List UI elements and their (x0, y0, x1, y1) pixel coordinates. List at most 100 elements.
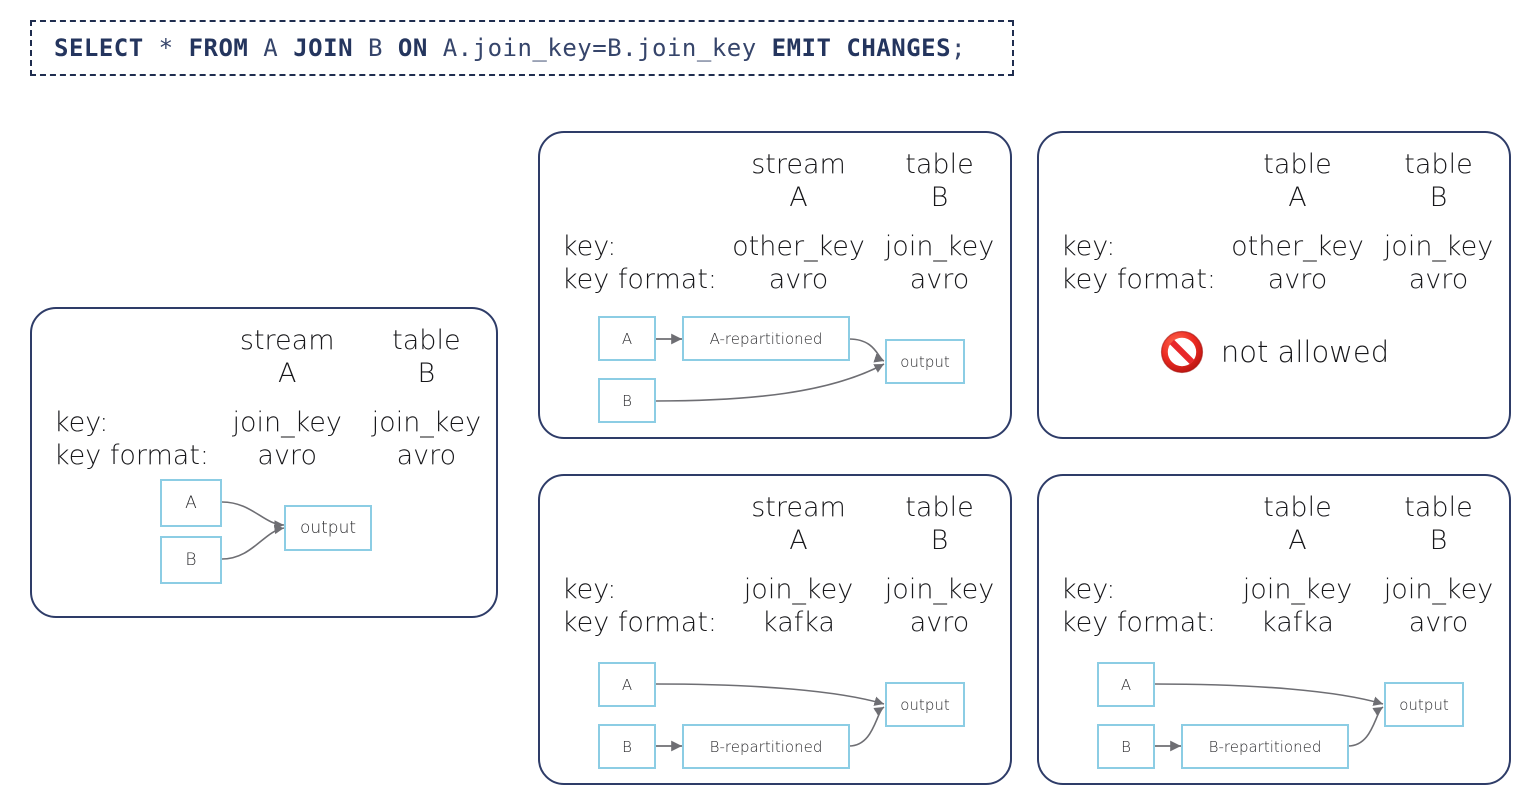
panel-5-name-row: A B (1039, 525, 1509, 558)
panel-5-col-b-keyformat: avro (1408, 606, 1469, 638)
panel-5-key-row: key: join_key join_key (1039, 574, 1509, 607)
panel-1-keyformat-row: key format: avro avro (32, 440, 496, 473)
panel-5-col-b-type: table (1404, 492, 1473, 523)
panel-4-col-a-key: join_key (743, 573, 854, 605)
panel-3-keyformat-label: key format: (1061, 263, 1217, 295)
panel-2-node-a: A (598, 316, 656, 361)
panel-3-name-row: A B (1039, 182, 1509, 215)
panel-3-col-b-keyformat: avro (1408, 263, 1469, 295)
panel-5-node-a: A (1097, 662, 1155, 707)
join-case-panel-1: stream table A B key: join_key join_key … (30, 307, 498, 618)
panel-2-col-a-key: other_key (732, 230, 865, 262)
panel-3-col-a-keyformat: avro (1267, 263, 1328, 295)
panel-2-node-b: B (598, 378, 656, 423)
panel-3-type-row: table table (1039, 149, 1509, 182)
sql-keyword: ON (397, 34, 428, 62)
panel-2-col-a-type: stream (751, 149, 846, 180)
join-case-panel-4: stream table A B key: join_key join_key … (538, 474, 1012, 785)
connector-a-to-output (1153, 683, 1384, 706)
connector-b-to-output (221, 524, 285, 560)
panel-2-col-a-name: A (789, 181, 808, 213)
sql-query-box: SELECT * FROM A JOIN B ON A.join_key=B.j… (30, 20, 1014, 76)
panel-3-col-a-key: other_key (1231, 230, 1364, 262)
panel-1-col-a-type: stream (239, 325, 335, 356)
panel-3-info-table: table table A B key: other_key join_key … (1039, 133, 1509, 297)
panel-2-col-b-type: table (905, 149, 974, 180)
panel-5-keyformat-label: key format: (1061, 606, 1217, 638)
panel-4-keyformat-row: key format: kafka avro (540, 607, 1010, 640)
panel-4-col-a-type: stream (751, 492, 846, 523)
panel-4-keyformat-label: key format: (562, 606, 718, 638)
panel-1-col-b-key: join_key (371, 406, 482, 438)
sql-literal: A (248, 34, 294, 62)
not-allowed-label: not allowed (1220, 335, 1390, 369)
panel-4-col-b-keyformat: avro (909, 606, 970, 638)
connector-a-to-output (654, 683, 885, 706)
panel-1-col-a-key: join_key (232, 406, 342, 438)
panel-5-node-b: B (1097, 724, 1155, 769)
panel-3-col-a-name: A (1288, 181, 1307, 213)
panel-2-node-a-repartitioned: A-repartitioned (682, 316, 850, 361)
panel-5-node-b-repartitioned: B-repartitioned (1181, 724, 1349, 769)
panel-3-col-a-type: table (1263, 149, 1332, 180)
join-case-panel-2: stream table A B key: other_key join_key… (538, 131, 1012, 439)
panel-5-col-a-type: table (1263, 492, 1332, 523)
panel-5-spacer (1039, 558, 1509, 574)
panel-5-col-a-name: A (1288, 524, 1307, 556)
panel-1-name-row: A B (32, 358, 496, 391)
sql-query-text: SELECT * FROM A JOIN B ON A.join_key=B.j… (32, 34, 966, 62)
sql-literal: B (353, 34, 398, 62)
panel-1-node-a: A (160, 479, 222, 527)
panel-5-key-label: key: (1061, 573, 1116, 605)
panel-4-spacer (540, 558, 1010, 574)
panel-4-key-label: key: (562, 573, 617, 605)
connector-brepartitioned-to-output (1347, 706, 1384, 747)
panel-4-type-row: stream table (540, 492, 1010, 525)
panel-3-keyformat-row: key format: avro avro (1039, 264, 1509, 297)
panel-5-info-table: table table A B key: join_key join_key k… (1039, 476, 1509, 640)
panel-1-col-b-type: table (392, 325, 461, 356)
panel-4-col-a-name: A (789, 524, 808, 556)
panel-1-key-label: key: (54, 406, 109, 438)
panel-4-node-b-repartitioned: B-repartitioned (682, 724, 850, 769)
panel-2-key-label: key: (562, 230, 617, 262)
panel-4-col-b-name: B (930, 524, 949, 556)
panel-3-key-label: key: (1061, 230, 1116, 262)
panel-2-keyformat-label: key format: (562, 263, 718, 295)
panel-1-node-b: B (160, 536, 222, 584)
panel-4-node-b: B (598, 724, 656, 769)
connector-arepartitioned-to-output (848, 338, 885, 363)
panel-1-keyformat-label: key format: (54, 439, 210, 471)
panel-1-type-row: stream table (32, 325, 496, 358)
panel-1-node-output: output (284, 505, 372, 551)
sql-keyword: SELECT (54, 34, 144, 62)
sql-keyword: EMIT CHANGES (771, 34, 952, 62)
panel-2-node-output: output (885, 339, 965, 384)
panel-3-col-b-name: B (1429, 181, 1448, 213)
panel-1-col-a-name: A (277, 357, 297, 389)
panel-3-spacer (1039, 215, 1509, 231)
panel-1-col-a-keyformat: avro (257, 439, 317, 471)
panel-5-col-b-name: B (1429, 524, 1448, 556)
panel-2-name-row: A B (540, 182, 1010, 215)
join-case-panel-3: table table A B key: other_key join_key … (1037, 131, 1511, 439)
panel-5-type-row: table table (1039, 492, 1509, 525)
connector-brepartitioned-to-output (848, 706, 885, 747)
panel-4-col-a-keyformat: kafka (762, 606, 835, 638)
panel-4-col-b-key: join_key (884, 573, 995, 605)
panel-2-spacer (540, 215, 1010, 231)
connector-b-to-output (654, 363, 885, 402)
panel-2-col-b-key: join_key (884, 230, 995, 262)
panel-2-col-b-name: B (930, 181, 949, 213)
panel-2-col-a-keyformat: avro (768, 263, 829, 295)
panel-4-name-row: A B (540, 525, 1010, 558)
panel-2-key-row: key: other_key join_key (540, 231, 1010, 264)
prohibition-icon (1159, 329, 1205, 375)
panel-3-key-row: key: other_key join_key (1039, 231, 1509, 264)
panel-5-col-a-key: join_key (1242, 573, 1353, 605)
panel-1-spacer (32, 391, 496, 407)
panel-3-col-b-key: join_key (1383, 230, 1494, 262)
panel-2-info-table: stream table A B key: other_key join_key… (540, 133, 1010, 297)
panel-5-keyformat-row: key format: kafka avro (1039, 607, 1509, 640)
join-case-panel-5: table table A B key: join_key join_key k… (1037, 474, 1511, 785)
